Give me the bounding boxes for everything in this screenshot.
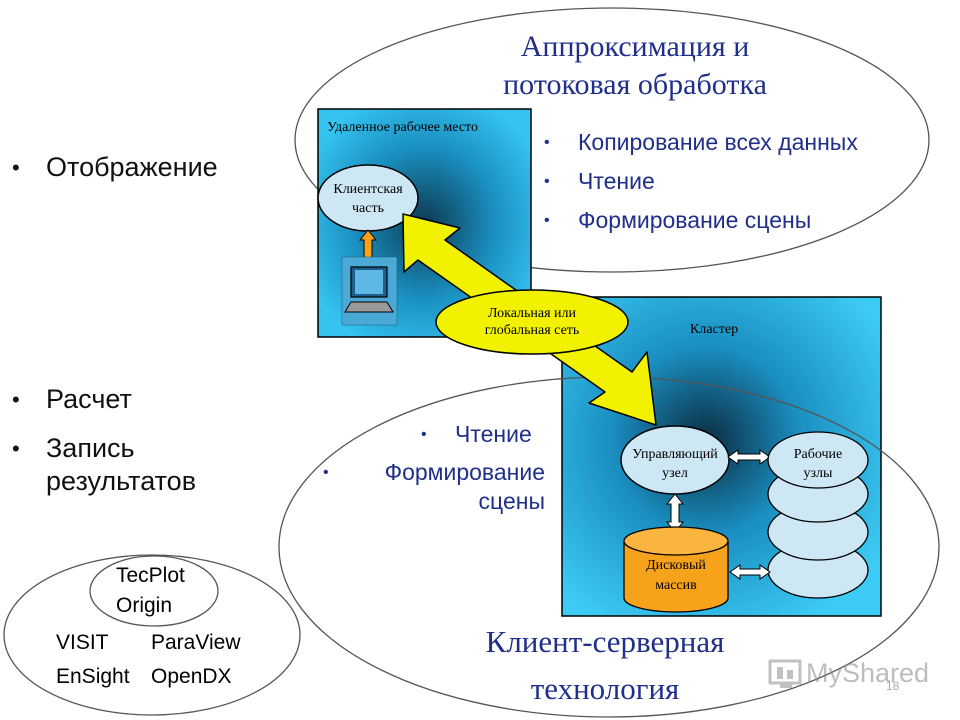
software-ellipse [3,554,301,716]
software-origin: Origin [116,594,173,617]
software-row-2: EnSight [56,665,130,689]
disk-array-line-2: массив [655,578,697,593]
software-inner-ellipse [89,555,219,627]
software-row-1: VISIT [56,631,109,655]
top-bullet-read: •Чтение [544,168,655,194]
top-title-line-1: Аппроксимация и [520,30,750,63]
bottom-title: Клиент-серверная технология [440,618,770,712]
client-part-line-2: часть [352,201,384,216]
client-part-label: Клиентская часть [318,180,418,218]
worker-nodes-line-1: Рабочие [793,447,843,462]
software-opendx: OpenDX [151,665,232,688]
cluster-label: Кластер [690,322,739,337]
top-bullet-copy: •Копирование всех данных [544,129,858,155]
software-paraview: ParaView [151,631,241,654]
left-bullet-display: •Отображение [12,152,218,182]
disk-array-cylinder [623,526,729,613]
left-bullet-calc: •Расчет [12,384,132,414]
disk-array-line-1: Дисковый [646,558,706,573]
page-number: 18 [886,679,900,693]
software-tecplot: TecPlot [116,564,185,587]
network-ellipse [435,289,629,355]
disk-workers-arrow [729,564,771,580]
network-label-line-2: глобальная сеть [484,323,580,338]
software-row-1b: ParaView [151,631,241,655]
network-label-line-1: Локальная или [487,306,577,321]
watermark-logo-icon [768,659,802,688]
remote-workstation-label: Удаленное рабочее место [327,120,478,135]
worker-nodes-stack [767,431,869,599]
mid-bullet-read: •Чтение [421,421,532,447]
left-bullet-calc-text: Расчет [46,384,132,414]
top-title-line-2: потоковая обработка [503,68,767,101]
top-title: Аппроксимация и потоковая обработка [440,28,830,104]
mid-bullet-scene: • Формирование сцены [323,459,545,514]
top-bullet-scene: •Формирование сцены [544,207,812,233]
computer-icon [341,256,398,326]
software-visit: VISIT [56,631,109,654]
manager-node-line-1: Управляющий [632,447,718,462]
left-bullet-display-text: Отображение [46,152,218,182]
top-bullet-scene-text: Формирование сцены [578,207,812,233]
mid-bullet-read-text: Чтение [455,421,532,447]
disk-array-label: Дисковый массив [624,556,728,596]
manager-node-line-2: узел [662,466,688,481]
mid-bullet-scene-line-2: сцены [478,488,545,514]
mid-bullet-scene-line-1: Формирование [384,459,545,485]
software-inner-list: TecPlot Origin [116,564,185,618]
software-row-2b: OpenDX [151,665,232,689]
worker-nodes-label: Рабочие узлы [768,445,868,483]
watermark-text: MyShared [806,658,930,688]
worker-nodes-line-2: узлы [803,466,833,481]
software-ensight: EnSight [56,665,130,688]
manager-node-label: Управляющий узел [621,445,729,483]
bottom-title-line-2: технология [530,671,680,706]
bottom-title-line-1: Клиент-серверная [485,624,725,659]
left-bullet-write-line-2: результатов [46,466,197,496]
network-label: Локальная или глобальная сеть [452,305,612,339]
top-bullet-copy-text: Копирование всех данных [578,129,858,155]
client-part-line-1: Клиентская [333,182,403,197]
left-bullet-write-line-1: Запись [46,433,135,463]
top-bullet-read-text: Чтение [578,168,655,194]
top-ellipse [294,7,930,273]
